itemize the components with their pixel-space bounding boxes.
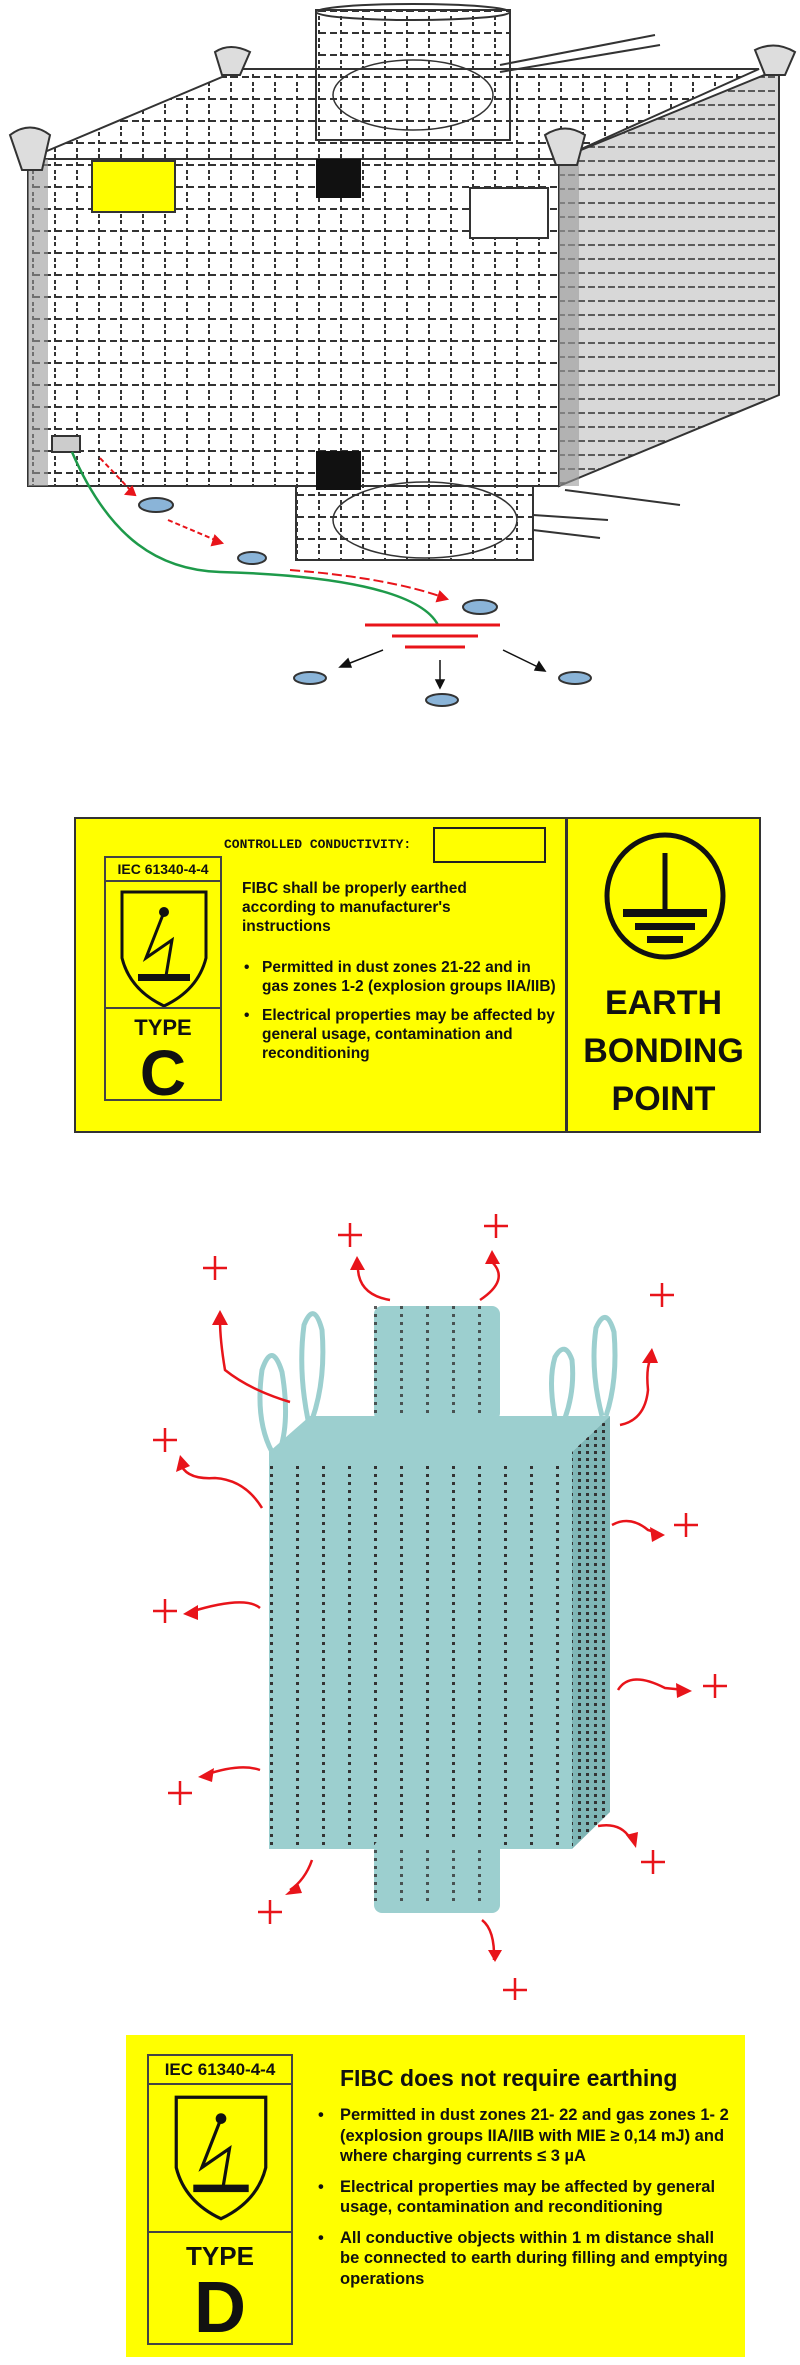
bullet: All conductive objects within 1 m distan… bbox=[316, 2228, 736, 2290]
bullet: Permitted in dust zones 21- 22 and gas z… bbox=[316, 2105, 736, 2167]
type-label: TYPE bbox=[186, 2241, 254, 2271]
ground-symbol bbox=[365, 623, 500, 649]
type-c-fibc-earthing-illustration bbox=[8, 3, 797, 707]
positive-charge-signs bbox=[153, 1214, 727, 2000]
charge-arrowheads bbox=[176, 1250, 692, 1962]
earth-ground-icon bbox=[604, 832, 726, 960]
yellow-label-marker bbox=[91, 160, 176, 213]
label-c-bullets: Permitted in dust zones 21-22 and in gas… bbox=[242, 958, 557, 1063]
iec-type-d-symbol: IEC 61340-4-4 TYPE D bbox=[147, 2054, 293, 2345]
point-text: POINT bbox=[611, 1080, 716, 1118]
conductivity-value-box bbox=[433, 827, 546, 863]
type-letter: C bbox=[139, 1037, 187, 1109]
bullet: Electrical properties may be affected by… bbox=[242, 1006, 557, 1063]
earthing-instruction: FIBC shall be properly earthed according… bbox=[242, 880, 467, 935]
shield-lightning-icon bbox=[174, 2095, 268, 2221]
document-pouch bbox=[469, 187, 549, 239]
lifting-loops bbox=[8, 44, 797, 171]
type-letter: D bbox=[194, 2268, 246, 2348]
label-d-title: FIBC does not require earthing bbox=[340, 2065, 678, 2091]
type-c-label: CONTROLLED CONDUCTIVITY: IEC 61340-4-4 T… bbox=[74, 817, 567, 1133]
type-d-fibc-charge-dissipation-illustration bbox=[153, 1214, 727, 2000]
earth-bonding-point-label: EARTH BONDING POINT bbox=[566, 817, 761, 1133]
ground-rods bbox=[138, 497, 592, 707]
earth-wire bbox=[70, 451, 440, 626]
bag-top-face bbox=[269, 1416, 610, 1452]
shield-lightning-icon bbox=[120, 890, 208, 1008]
iec-standard: IEC 61340-4-4 bbox=[149, 2056, 291, 2085]
earth-text: EARTH bbox=[604, 984, 723, 1022]
black-marker bbox=[316, 159, 361, 198]
bottom-spout bbox=[295, 481, 681, 561]
earth-bonding-point bbox=[51, 435, 81, 453]
dissipation-arrows bbox=[338, 649, 547, 690]
bullet: Electrical properties may be affected by… bbox=[316, 2177, 736, 2218]
type-d-label: IEC 61340-4-4 TYPE D FIBC does not requi… bbox=[126, 2035, 745, 2357]
iec-type-c-symbol: IEC 61340-4-4 TYPE C bbox=[104, 856, 222, 1105]
black-marker-bottom bbox=[316, 451, 361, 490]
iec-standard: IEC 61340-4-4 bbox=[106, 858, 220, 882]
bullet: Permitted in dust zones 21-22 and in gas… bbox=[242, 958, 557, 996]
charge-flow-arrows bbox=[99, 457, 450, 603]
type-label: TYPE bbox=[134, 1015, 192, 1040]
lifting-loops bbox=[257, 1311, 618, 1454]
label-d-bullets: Permitted in dust zones 21- 22 and gas z… bbox=[316, 2105, 736, 2299]
controlled-conductivity-label: CONTROLLED CONDUCTIVITY: bbox=[224, 837, 412, 852]
bonding-text: BONDING bbox=[583, 1032, 744, 1070]
bag-side-face bbox=[572, 1416, 610, 1849]
